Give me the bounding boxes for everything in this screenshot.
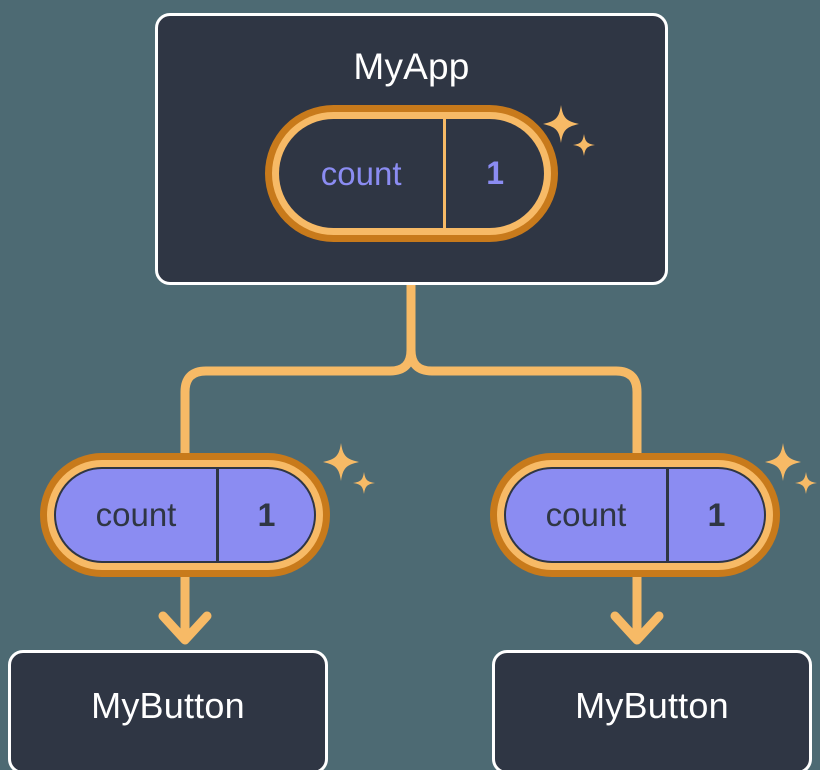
pill-inner-ring: count 1 [497,460,773,570]
arrow-down-icon [610,611,664,645]
arrow-down-icon [158,611,212,645]
component-card-mybutton-left[interactable]: MyButton [8,650,328,770]
state-key: count [545,496,627,533]
state-value: 1 [215,469,314,561]
state-key: count [320,154,402,192]
component-title: MyApp [353,46,470,87]
pill-body: count 1 [279,119,544,228]
state-key: count [95,496,177,533]
sparkle-icon [323,443,359,481]
state-value: 1 [443,119,544,228]
sparkle-icon [765,443,801,481]
pill-inner-ring: count 1 [272,112,551,235]
sparkle-small-icon [795,472,817,494]
component-title: MyButton [91,685,245,726]
state-pill-left[interactable]: count 1 [40,453,330,577]
pill-body: count 1 [504,467,766,563]
tree-connector [406,280,642,475]
sparkle-small-icon [353,472,375,494]
component-card-mybutton-right[interactable]: MyButton [492,650,812,770]
state-pill-root[interactable]: count 1 [265,105,558,242]
state-pill-right[interactable]: count 1 [490,453,780,577]
tree-connector [180,280,416,475]
pill-body: count 1 [54,467,316,563]
component-title: MyButton [575,685,729,726]
state-value: 1 [665,469,764,561]
pill-inner-ring: count 1 [47,460,323,570]
